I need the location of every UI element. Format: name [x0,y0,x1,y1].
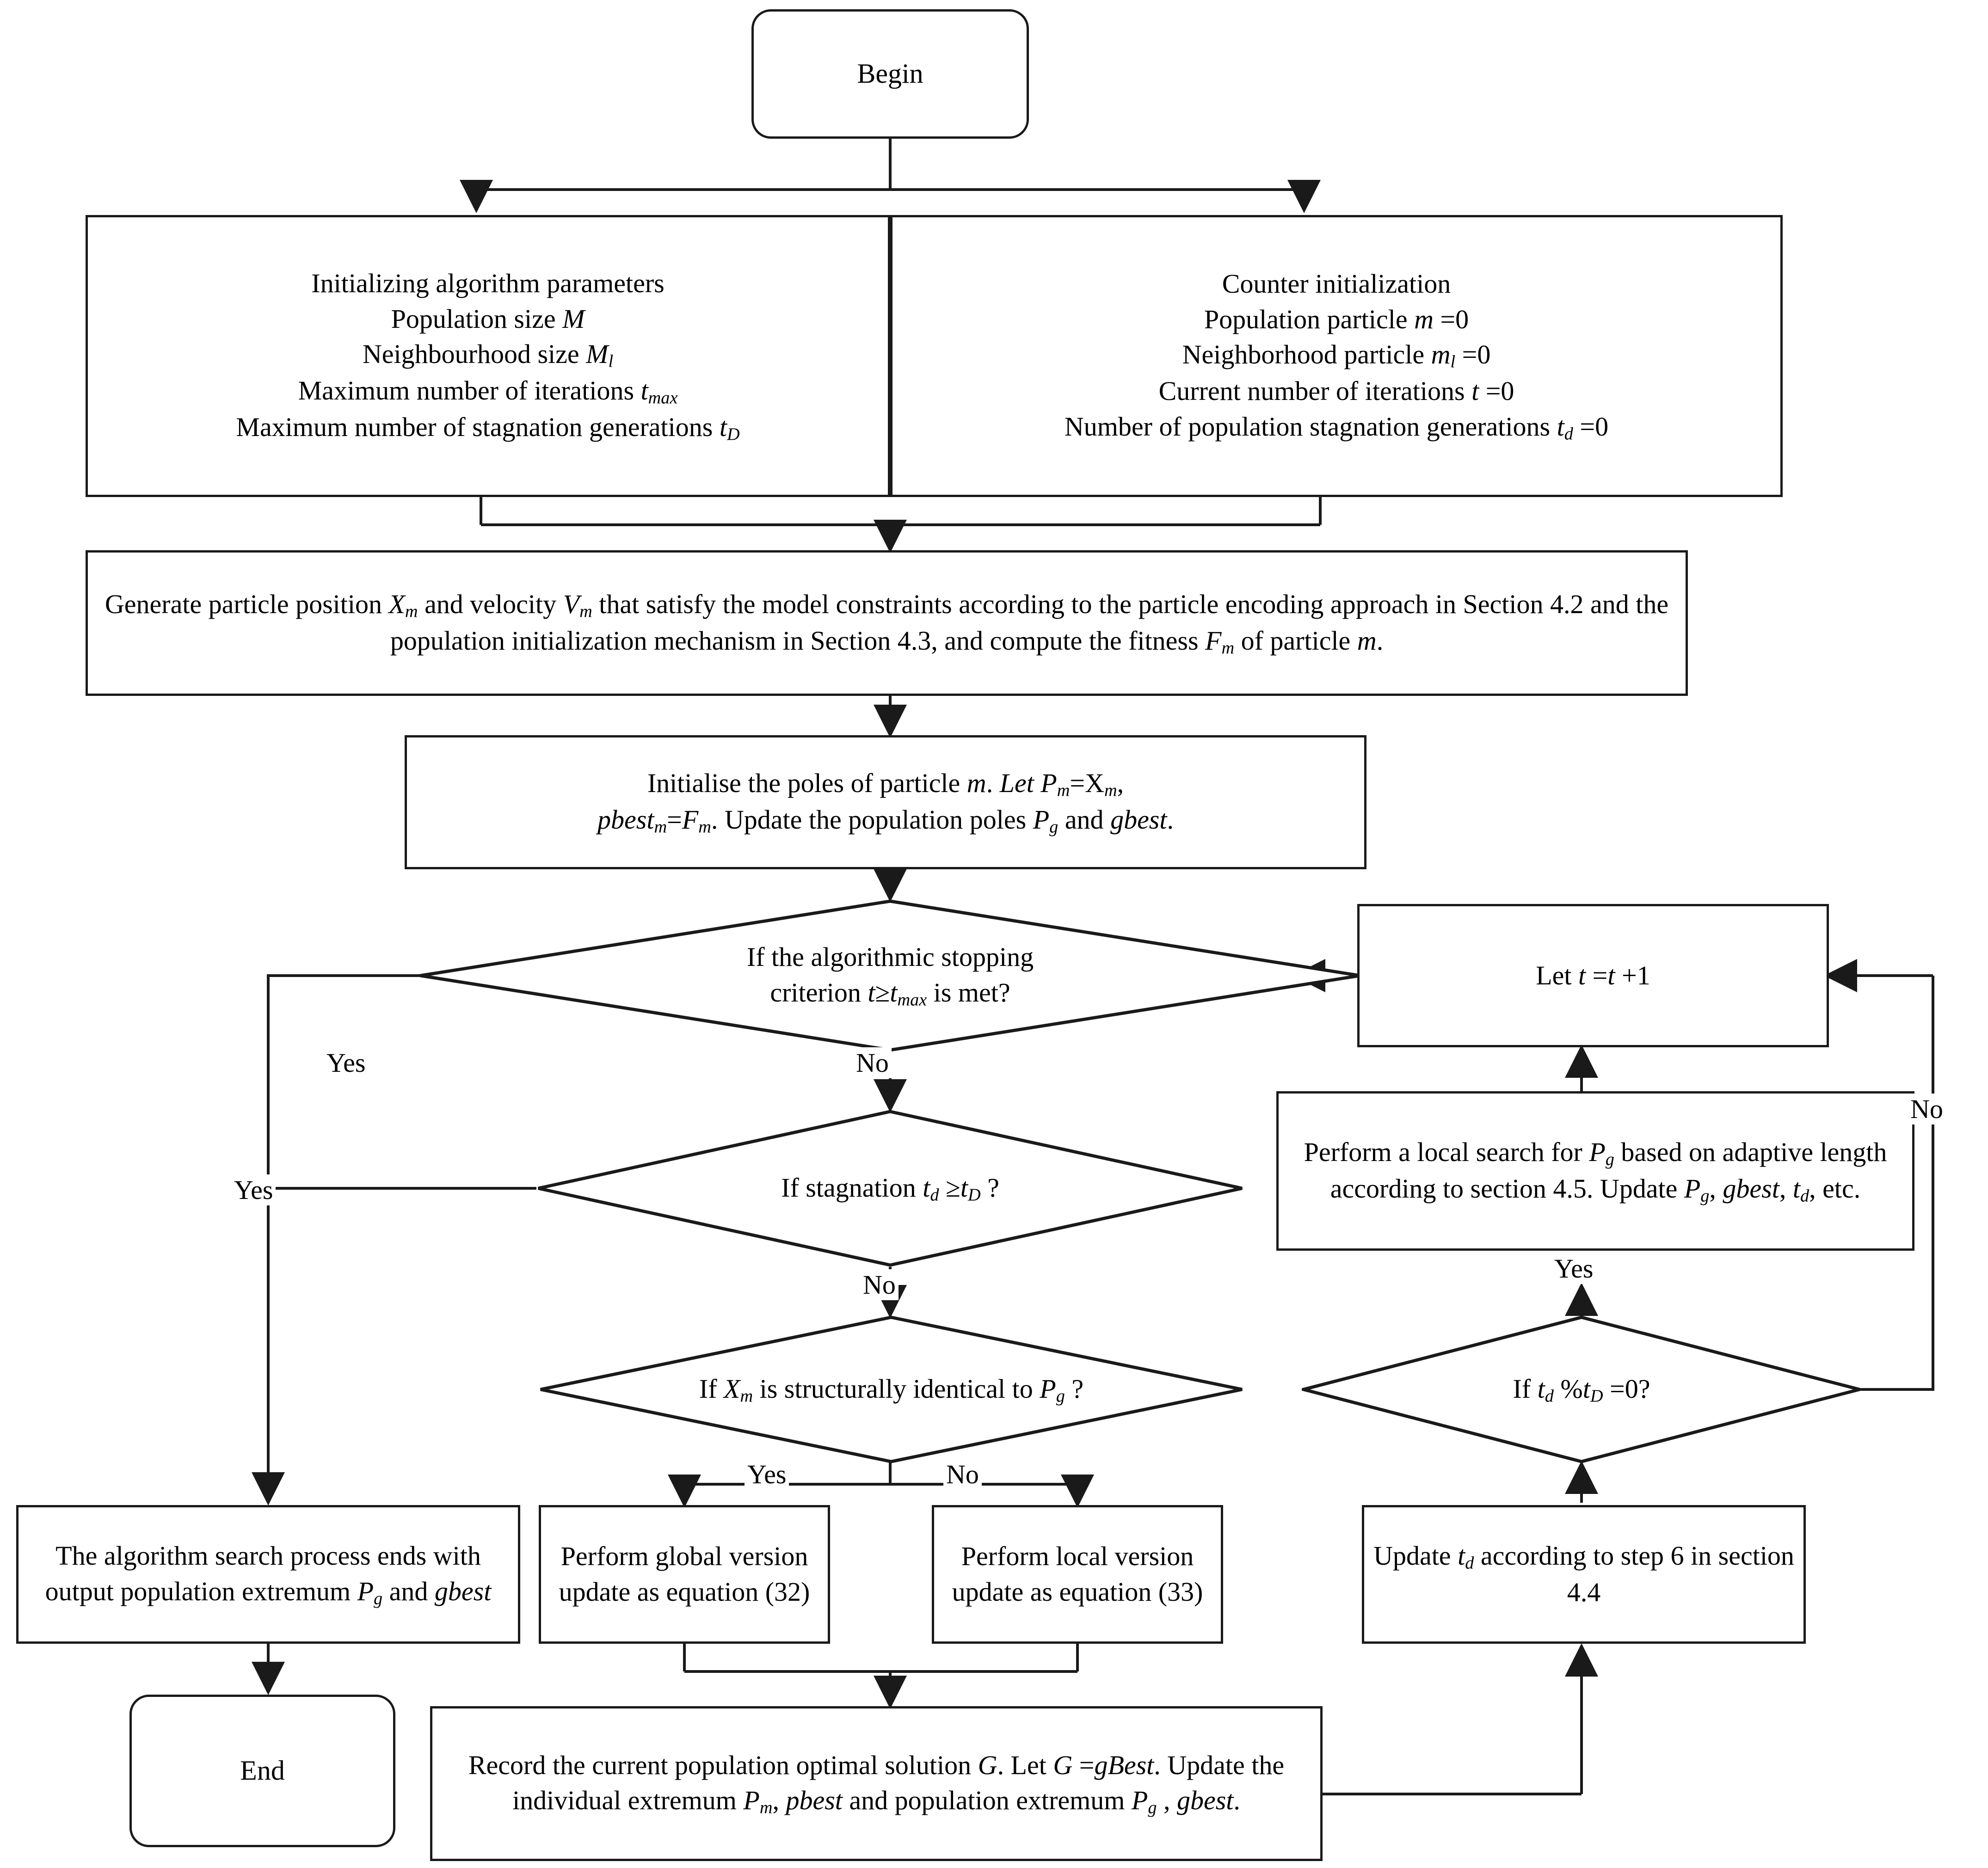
node-structural-identical-text: If Xm is structurally identical to Pg ? [699,1373,1084,1406]
node-init-params-text: Initializing algorithm parameters Popula… [236,268,740,444]
node-global-update-text: Perform global version update as equatio… [559,1541,810,1607]
node-record-solution-text: Record the current population optimal so… [468,1750,1285,1818]
node-global-update[interactable]: Perform global version update as equatio… [539,1505,830,1644]
node-generate-particle-text: Generate particle position Xm and veloci… [105,589,1669,657]
node-local-update-text: Perform local version update as equation… [952,1541,1203,1607]
edge-label-mod-no: No [1908,1094,1946,1124]
node-begin-label: Begin [857,58,923,89]
node-mod-check-text: If td %tD =0? [1513,1373,1650,1406]
node-generate-particle[interactable]: Generate particle position Xm and veloci… [86,550,1688,696]
edge-label-stagnation-yes: Yes [231,1174,276,1205]
node-local-search[interactable]: Perform a local search for Pg based on a… [1276,1091,1914,1251]
node-let-t-plus-1[interactable]: Let t =t +1 [1357,904,1829,1047]
edge-label-structural-no: No [943,1459,982,1490]
node-update-td-text: Update td according to step 6 in section… [1373,1541,1794,1608]
node-structural-identical[interactable]: If Xm is structurally identical to Pg ? [539,1315,1244,1463]
edge-label-stop-no: No [853,1047,892,1078]
node-local-update[interactable]: Perform local version update as equation… [932,1505,1223,1644]
edge-label-stagnation-no: No [860,1269,899,1300]
node-counter-init-text: Counter initialization Population partic… [1064,269,1609,444]
node-end-label: End [240,1755,285,1786]
node-init-poles-text: Initialise the poles of particle m. Let … [597,768,1174,837]
node-end[interactable]: End [129,1695,395,1847]
node-mod-check[interactable]: If td %tD =0? [1302,1315,1861,1463]
edge-label-structural-yes: Yes [745,1459,789,1490]
node-counter-init[interactable]: Counter initialization Population partic… [890,215,1783,497]
node-let-t-plus-1-text: Let t =t +1 [1536,960,1650,990]
node-begin[interactable]: Begin [751,9,1029,139]
edge-label-mod-yes: Yes [1551,1253,1596,1284]
node-update-td[interactable]: Update td according to step 6 in section… [1362,1505,1806,1644]
node-end-output-text: The algorithm search process ends with o… [45,1541,492,1609]
node-end-output[interactable]: The algorithm search process ends with o… [16,1505,520,1644]
node-init-poles[interactable]: Initialise the poles of particle m. Let … [405,735,1366,869]
node-stagnation-check[interactable]: If stagnation td ≥tD ? [536,1110,1244,1267]
node-record-solution[interactable]: Record the current population optimal so… [430,1706,1323,1861]
node-stagnation-check-text: If stagnation td ≥tD ? [781,1172,999,1204]
node-init-params[interactable]: Initializing algorithm parameters Popula… [86,215,890,497]
node-local-search-text: Perform a local search for Pg based on a… [1304,1137,1887,1205]
edge-label-stop-yes: Yes [324,1047,369,1078]
